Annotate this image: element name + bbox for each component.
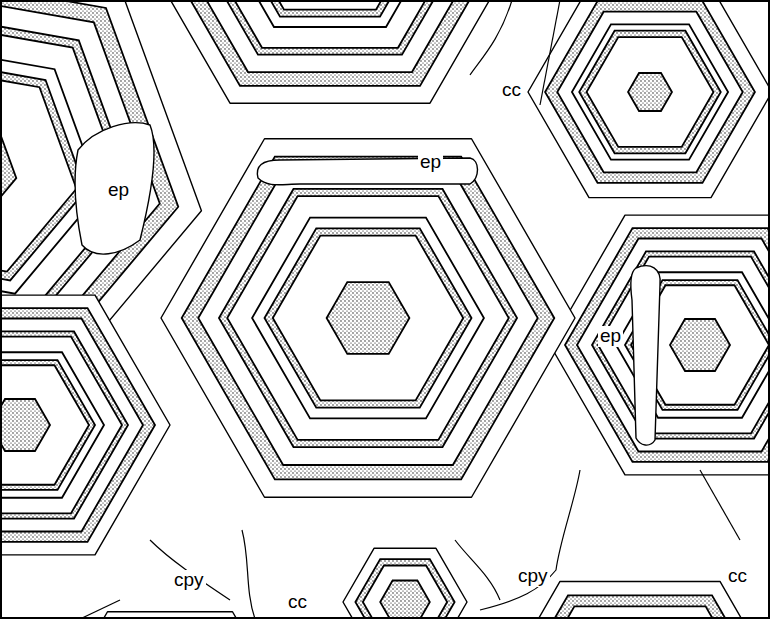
growth-zone [273,236,463,401]
mineral-label: cc [286,592,309,613]
growth-zone [0,352,104,497]
growth-zone [380,581,430,619]
growth-zone [227,196,509,440]
growth-zone [0,365,89,485]
growth-zone [0,308,155,542]
growth-zone [628,73,672,111]
growth-zone [0,331,128,518]
growth-zone [252,218,484,419]
growth-zone [572,24,728,159]
growth-zone [363,565,447,619]
growth-zone [265,228,472,407]
growth-zone [0,337,122,514]
zoned-crystal [0,295,170,555]
growth-zone [670,319,730,371]
grain-boundary [80,0,740,619]
growth-zone [198,171,537,465]
growth-zone [0,318,143,531]
mineral-label: cpy [172,570,206,591]
growth-zone [186,0,474,55]
growth-zone [592,251,770,438]
mineral-label: cpy [516,566,550,587]
growth-zone [496,595,770,619]
growth-zone [166,0,494,72]
growth-zone [343,548,467,619]
growth-zone [0,360,95,490]
growth-zone [218,0,442,27]
growth-zone [161,139,575,498]
growth-zone [579,31,721,154]
growth-zone [550,215,770,475]
growth-zone [0,126,16,214]
mineral-label: cc [500,80,523,101]
zoned-crystal [130,0,530,103]
growth-zone [0,60,86,281]
growth-zone [355,559,454,619]
growth-zone [219,189,517,447]
growth-zone [230,0,430,17]
mineral-label: ep [418,152,443,173]
growth-zone [577,238,770,451]
zoned-crystal [480,581,770,619]
growth-zone [565,228,770,462]
growth-zone [0,399,50,451]
growth-zone [0,295,170,555]
growth-zone [545,1,755,183]
zoned-crystal [550,215,770,475]
growth-zone [194,0,466,48]
growth-zone [327,282,410,354]
growth-zone [557,12,742,173]
mineral-label: ep [598,326,623,347]
growth-zone [587,37,714,147]
mineral-label: ep [106,180,131,201]
growth-zone [480,581,770,619]
epidote-patch [75,123,660,445]
growth-zone [130,0,530,103]
zoned-crystal [528,0,770,198]
growth-zone [528,0,770,198]
growth-zone [598,257,770,434]
mineral-label: cc [726,566,749,587]
growth-zone [0,68,76,271]
zoned-crystal [161,139,575,498]
zoned-crystal [343,548,467,619]
growth-zone [182,157,555,480]
growth-zone [150,0,510,86]
